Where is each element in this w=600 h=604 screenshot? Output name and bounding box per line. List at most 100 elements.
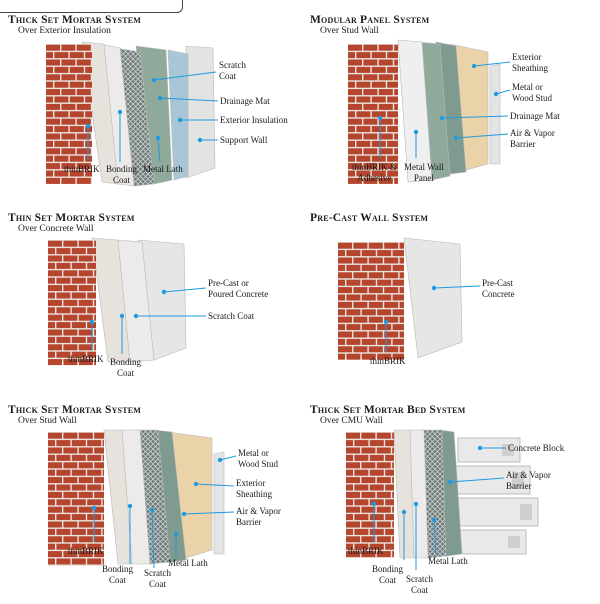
brick — [87, 262, 96, 269]
brick — [71, 543, 86, 550]
brick — [392, 250, 404, 257]
brick — [63, 521, 78, 528]
brick — [392, 279, 404, 286]
exterior-insulation-layer — [167, 49, 189, 181]
brick — [338, 316, 352, 323]
label-pre-cast-concrete: Pre-Cast Concrete — [482, 278, 515, 299]
brick — [346, 279, 361, 286]
brick — [346, 324, 361, 331]
brick — [361, 432, 376, 439]
brick — [371, 52, 386, 59]
brick — [377, 353, 392, 360]
brick — [353, 331, 368, 338]
brick-layer — [348, 44, 398, 184]
brick — [363, 44, 378, 51]
brick — [369, 454, 384, 461]
brick — [71, 307, 86, 314]
brick — [394, 148, 398, 155]
brick — [363, 133, 378, 140]
brick — [376, 536, 391, 543]
brick — [63, 240, 78, 247]
callout-lines — [383, 285, 481, 352]
brick — [378, 89, 393, 96]
brick — [76, 148, 91, 155]
brick — [338, 250, 345, 257]
brick — [63, 462, 78, 469]
brick — [48, 447, 62, 454]
brick — [361, 250, 376, 257]
brick — [368, 272, 383, 279]
brick — [385, 484, 394, 491]
brick — [69, 170, 84, 177]
brick — [48, 484, 55, 491]
panel-subtitle: Over Concrete Wall — [18, 224, 94, 234]
brick — [56, 484, 71, 491]
brick — [387, 126, 398, 133]
brick — [346, 506, 360, 513]
brick — [394, 163, 398, 170]
brick — [85, 81, 92, 88]
brick — [48, 506, 62, 513]
brick — [85, 126, 92, 133]
brick — [378, 74, 393, 81]
brick — [384, 287, 399, 294]
brick — [61, 133, 76, 140]
brick — [346, 528, 353, 535]
brick — [387, 170, 398, 177]
brick — [353, 272, 368, 279]
brick — [368, 287, 383, 294]
label-drainage-mat: Drainage Mat — [510, 111, 560, 121]
brick — [354, 454, 369, 461]
brick — [354, 484, 369, 491]
brick — [48, 551, 62, 558]
brick — [348, 133, 362, 140]
callout-line — [163, 287, 207, 293]
callout-lines — [85, 71, 219, 163]
brick — [371, 170, 386, 177]
brick — [361, 324, 376, 331]
brick — [87, 248, 96, 255]
brick-layer — [48, 432, 104, 566]
label-scratch-coat: Scratch Coat — [208, 311, 255, 321]
brick — [71, 514, 86, 521]
brick — [354, 499, 369, 506]
brick — [46, 118, 60, 125]
brick — [63, 314, 78, 321]
brick — [371, 96, 386, 103]
brick — [392, 309, 404, 316]
brick — [69, 111, 84, 118]
brick — [387, 155, 398, 162]
brick — [71, 322, 86, 329]
brick — [348, 118, 362, 125]
brick — [85, 96, 92, 103]
brick — [346, 264, 361, 271]
brick — [46, 81, 53, 88]
brick — [71, 499, 86, 506]
brick — [353, 316, 368, 323]
brick — [348, 103, 362, 110]
brick — [94, 270, 96, 277]
brick — [356, 126, 371, 133]
brick — [392, 353, 404, 360]
brick — [94, 285, 96, 292]
panel-thick-set-stud-wall: Thick Set Mortar System Over Stud Wall M… — [8, 404, 298, 604]
brick — [378, 177, 393, 184]
brick — [46, 140, 53, 147]
brick — [378, 44, 393, 51]
brick — [78, 551, 93, 558]
callout-line — [433, 285, 481, 289]
wall-section-diagram — [46, 41, 219, 187]
brick — [48, 432, 62, 439]
brick — [78, 314, 93, 321]
brick — [392, 324, 404, 331]
brick-layer — [46, 44, 92, 184]
brick — [48, 359, 62, 366]
brick — [54, 170, 69, 177]
brick — [354, 440, 369, 447]
brick — [356, 111, 371, 118]
brick-layer — [346, 432, 394, 558]
brick — [369, 484, 384, 491]
brick — [63, 359, 78, 366]
brick — [377, 264, 392, 271]
brick — [46, 163, 60, 170]
